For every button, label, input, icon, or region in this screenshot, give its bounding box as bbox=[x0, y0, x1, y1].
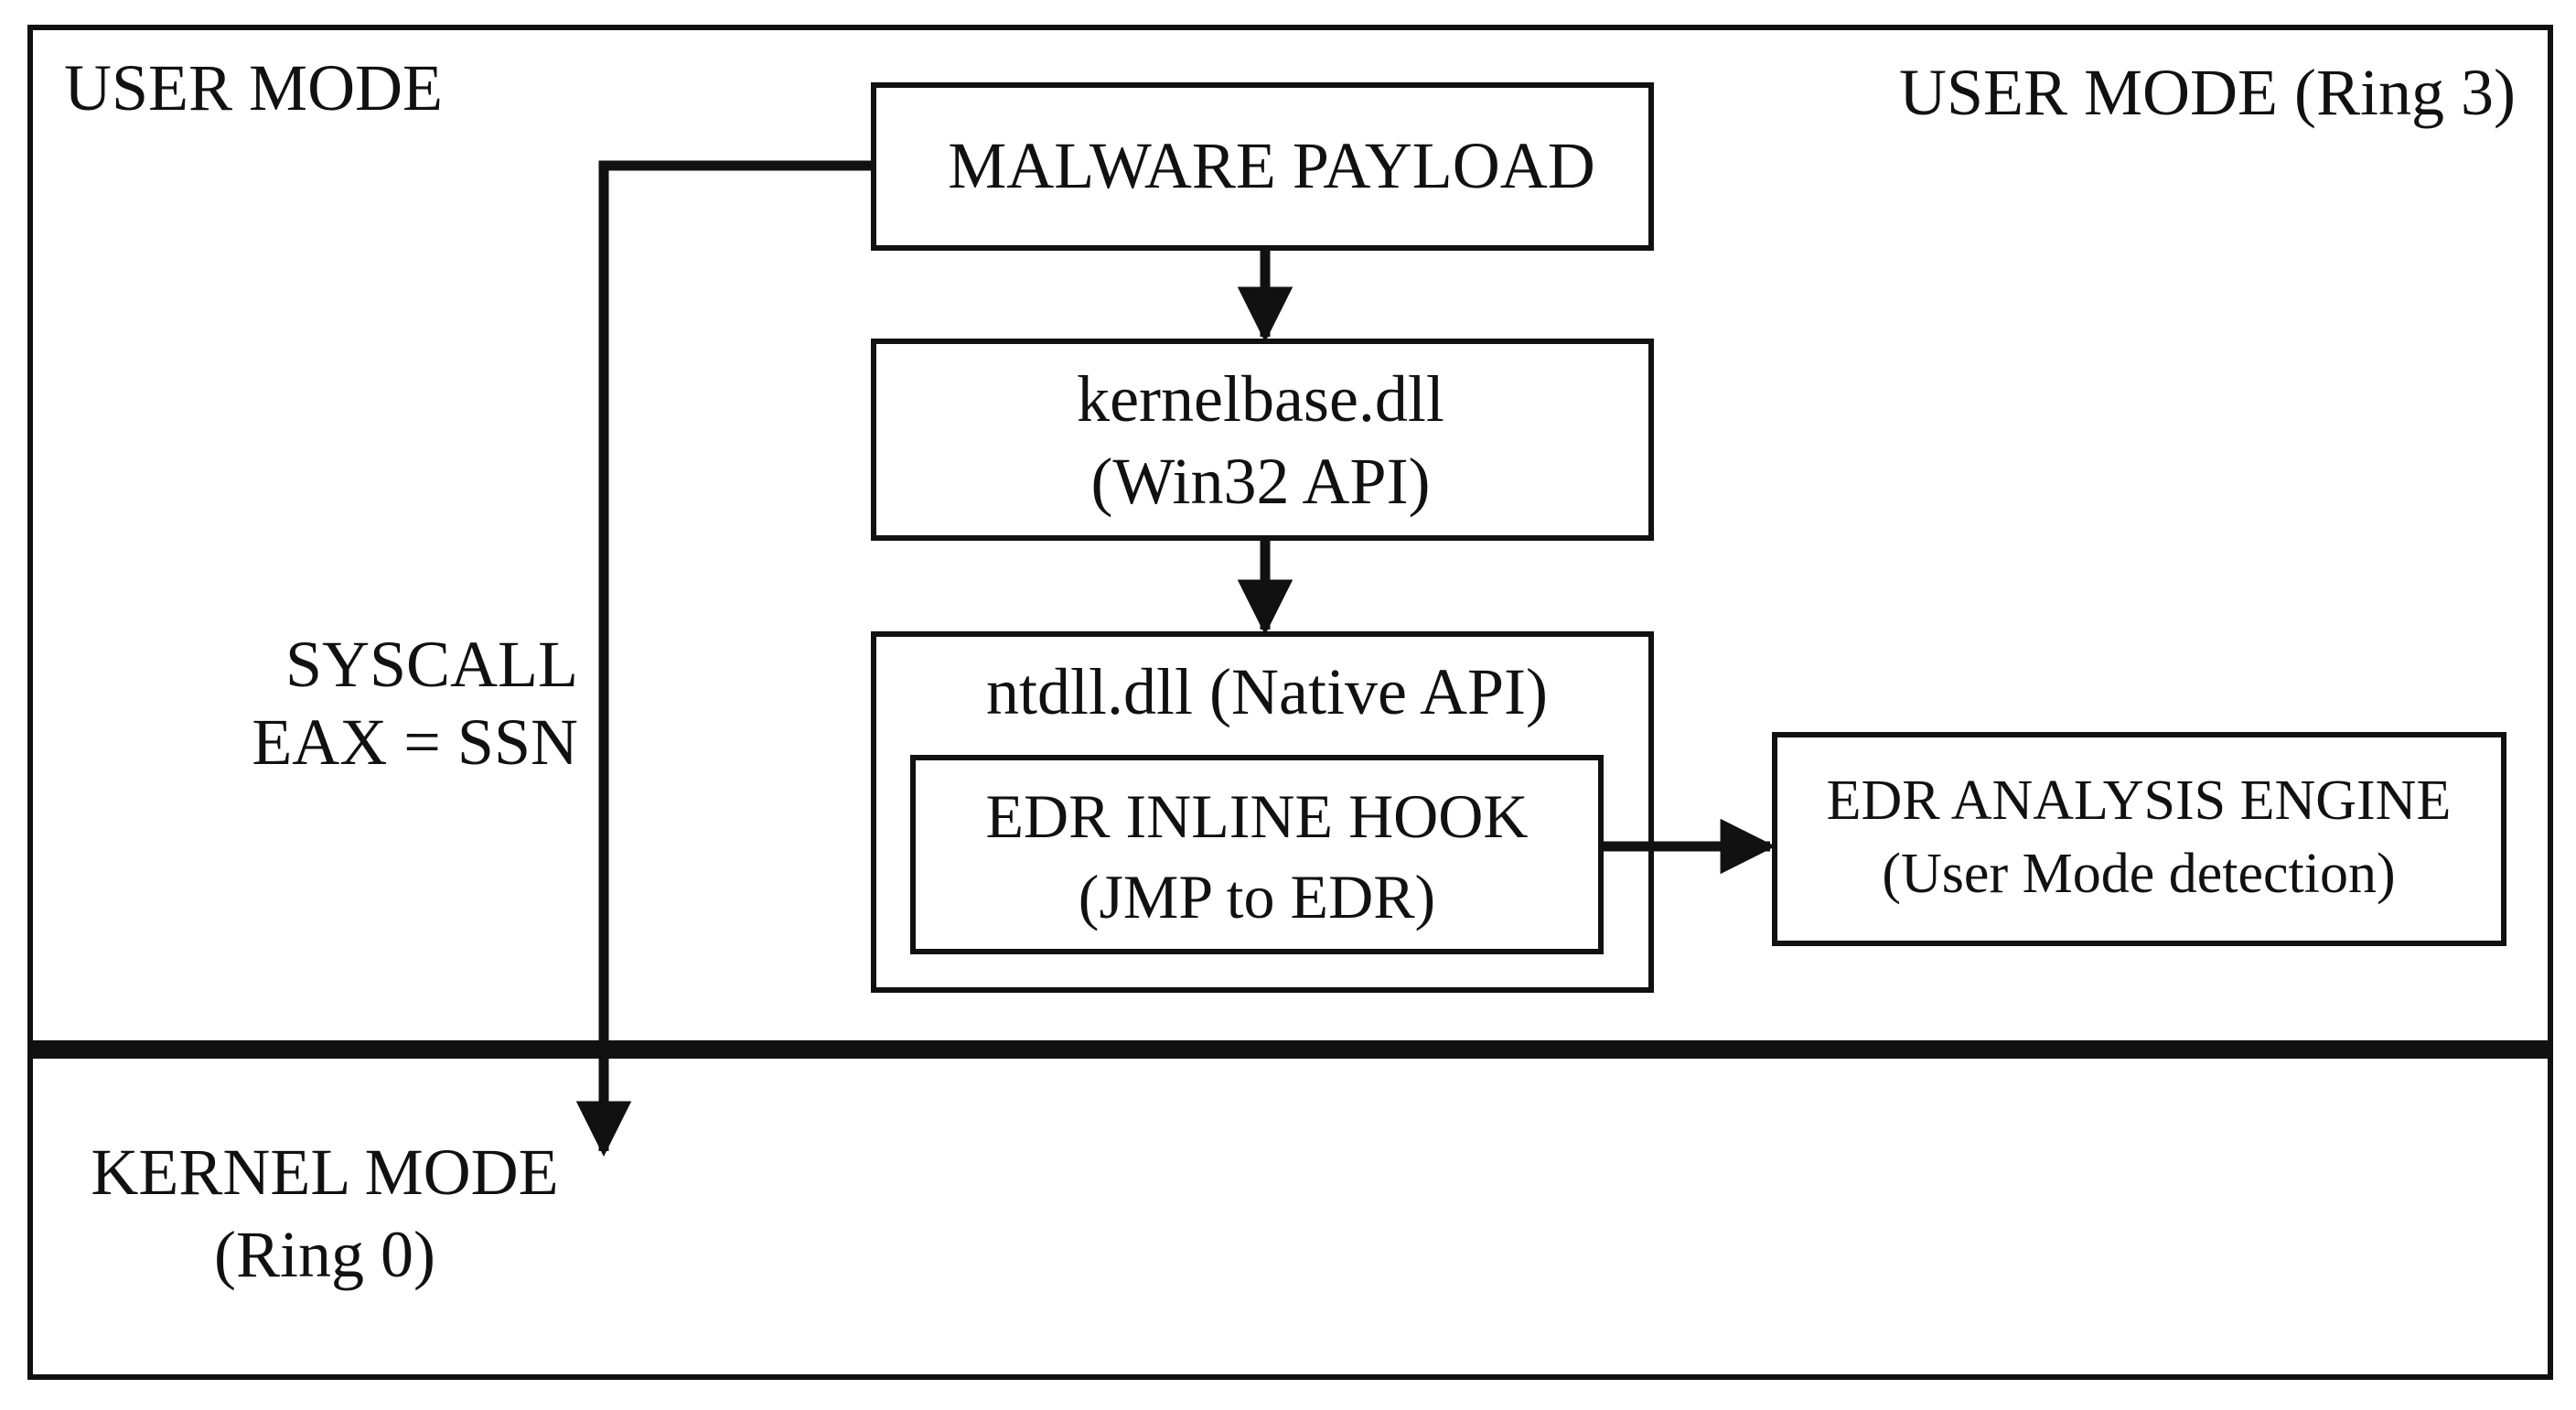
user-mode-left-label: USER MODE bbox=[64, 51, 443, 124]
edge-syscall-to-kernel bbox=[575, 160, 874, 1157]
edr-hook-sublabel: (JMP to EDR) bbox=[1079, 862, 1435, 931]
kernel-mode-ring-label: (Ring 0) bbox=[214, 1218, 435, 1291]
edr-engine-label: EDR ANALYSIS ENGINE bbox=[1827, 770, 2452, 832]
edr-hook-label: EDR INLINE HOOK bbox=[985, 781, 1528, 851]
kernelbase-label: kernelbase.dll bbox=[1077, 362, 1444, 436]
outer-frame bbox=[27, 25, 2553, 1380]
ntdll-label: ntdll.dll (Native API) bbox=[986, 655, 1548, 728]
edr-hook-box bbox=[910, 755, 1604, 954]
malware-payload-label: MALWARE PAYLOAD bbox=[948, 129, 1594, 202]
syscall-label: SYSCALL bbox=[285, 628, 578, 701]
kernelbase-sublabel: (Win32 API) bbox=[1090, 445, 1430, 518]
edr-engine-sublabel: (User Mode detection) bbox=[1882, 843, 2395, 905]
edr-engine-box bbox=[1772, 732, 2506, 946]
kernel-mode-label: KERNEL MODE bbox=[91, 1136, 558, 1209]
user-mode-right-label: USER MODE (Ring 3) bbox=[1899, 56, 2516, 129]
syscall-eax-label: EAX = SSN bbox=[252, 705, 578, 779]
